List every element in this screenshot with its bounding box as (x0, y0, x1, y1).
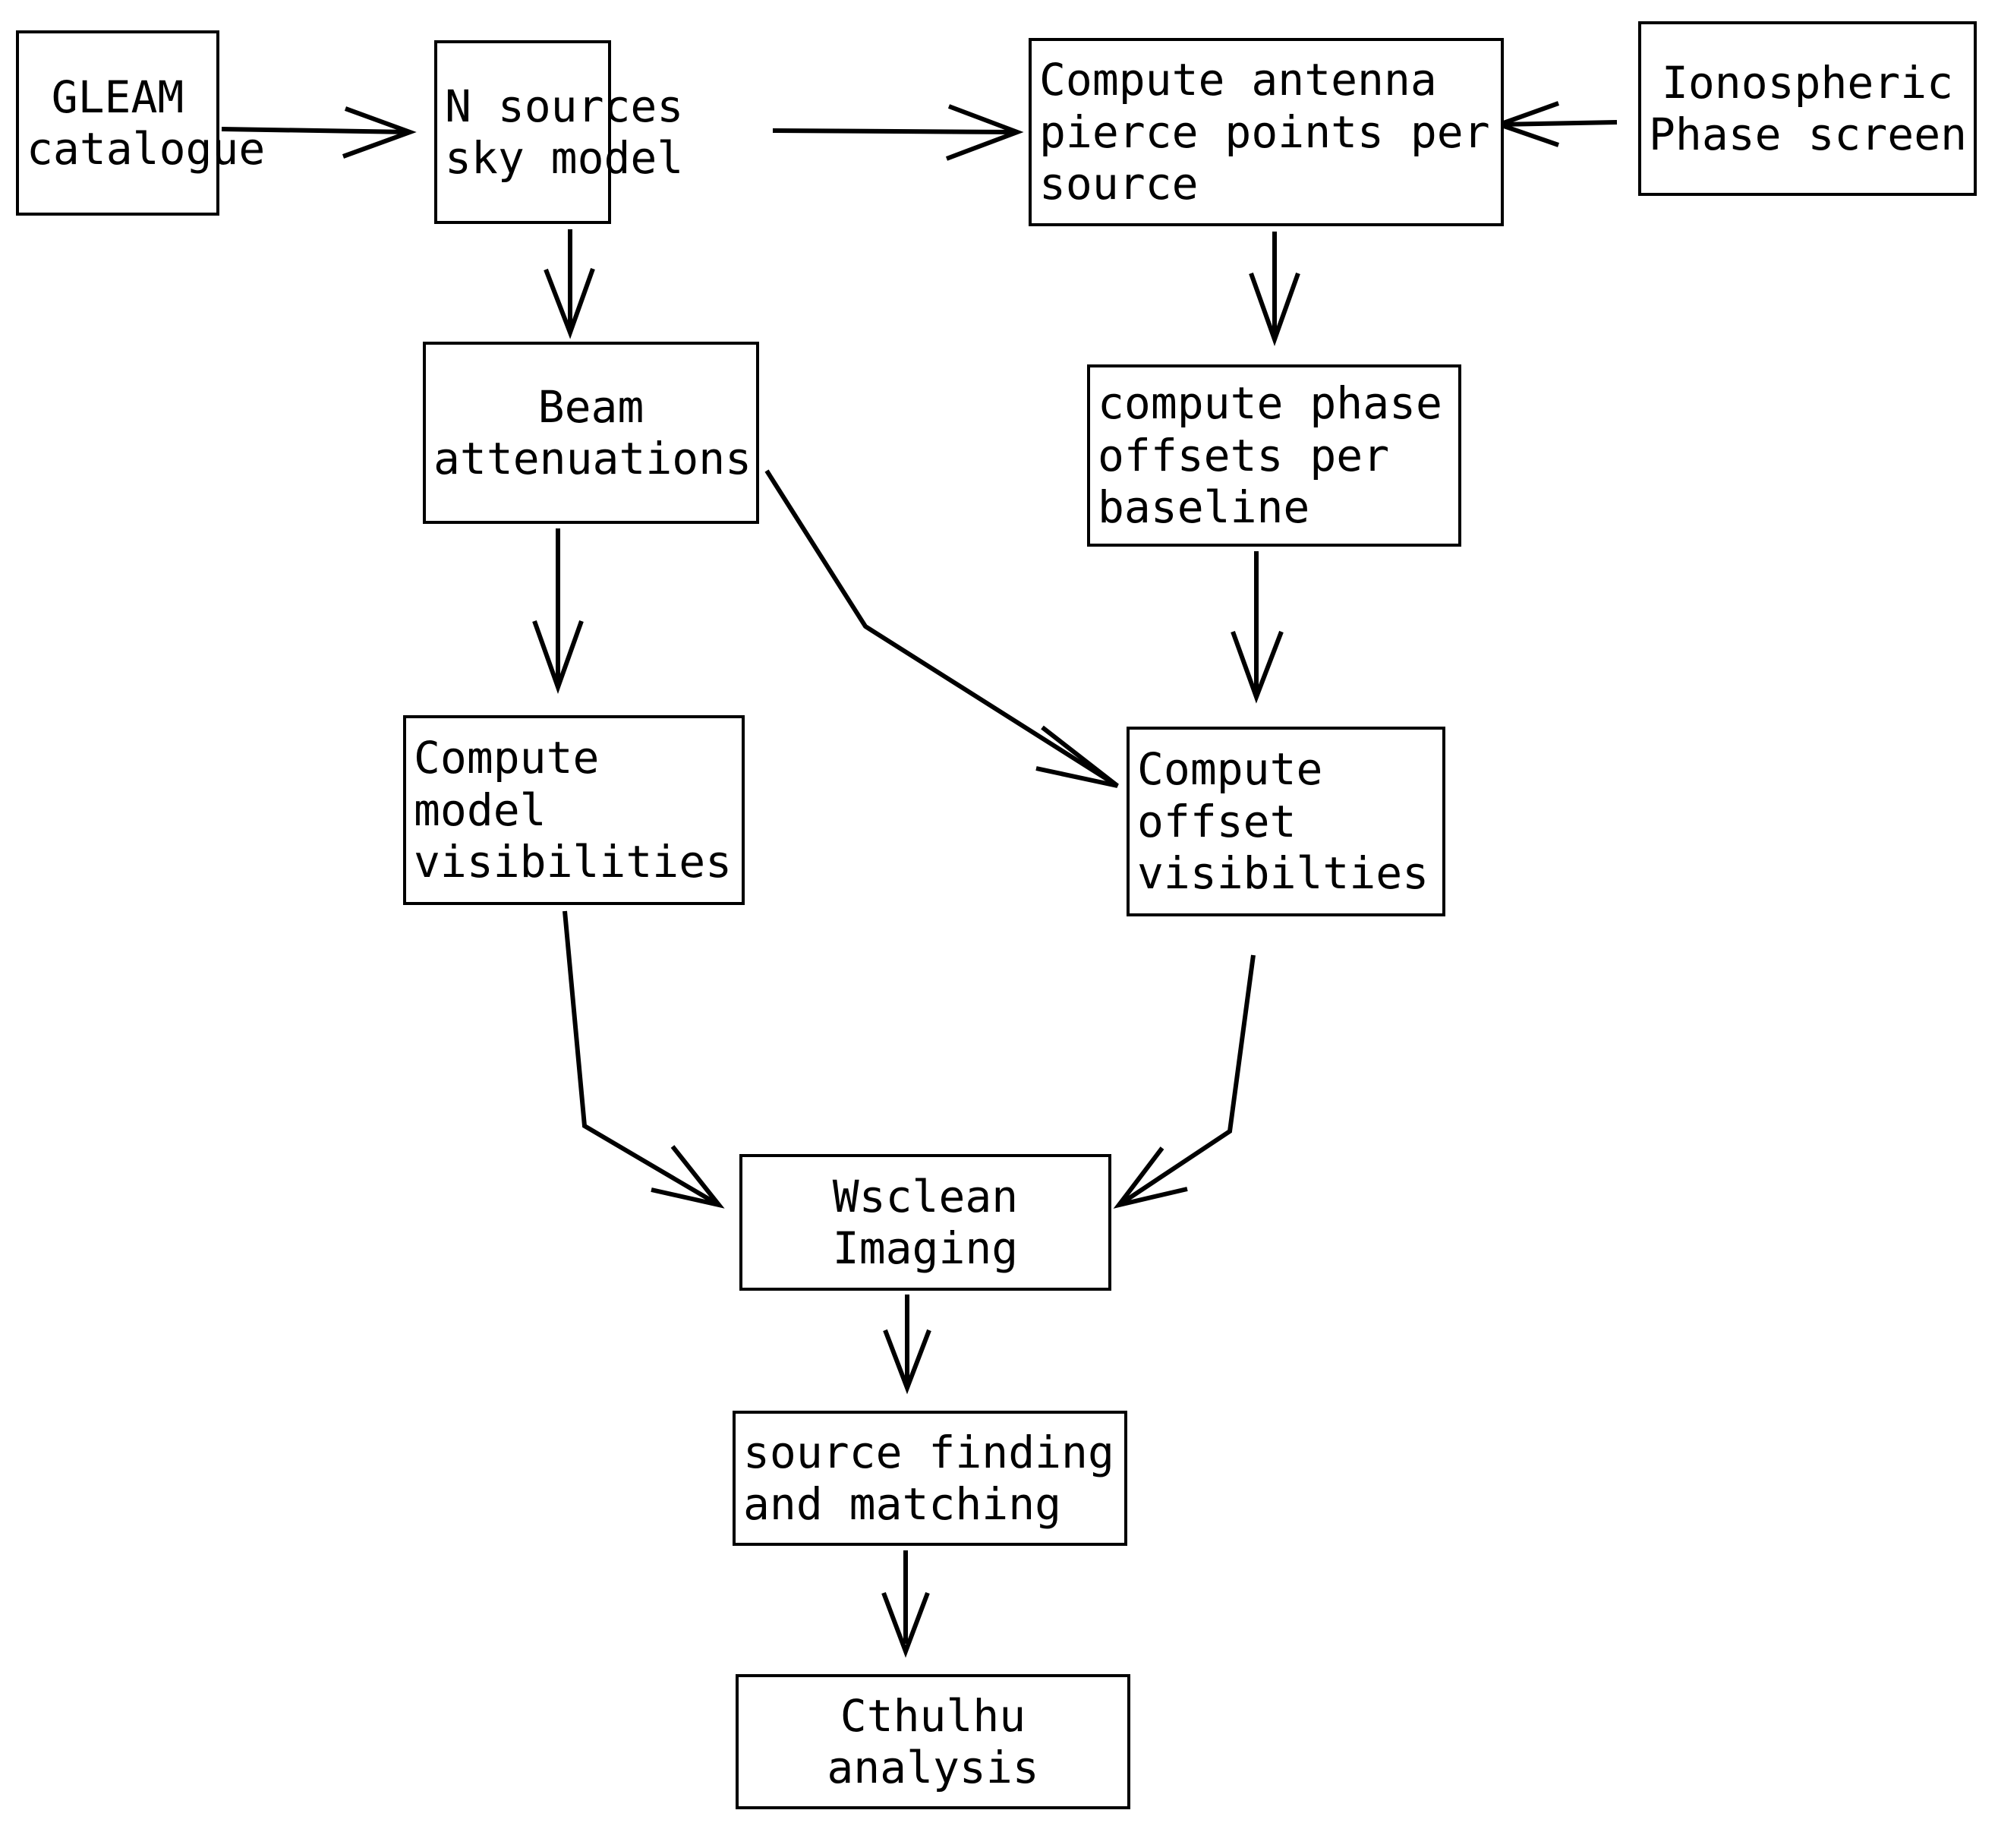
node-gleam-catalogue[interactable]: GLEAM catalogue (16, 30, 266, 216)
node-label: Wsclean Imaging (832, 1170, 1019, 1274)
node-source-finding-and-matching[interactable]: source finding and matching (733, 1411, 1127, 1546)
node-ionospheric-phase-screen[interactable]: Ionospheric Phase screen (1638, 21, 1977, 196)
node-compute-antenna-pierce-points[interactable]: Compute antenna pierce points per source (1029, 38, 1504, 226)
node-label: Compute offset visibilties (1137, 743, 1429, 900)
node-label: Beam attenuations (433, 380, 752, 484)
edge-gleam-to-nsources (221, 106, 417, 159)
edge-pierce-to-phaseoffsets (1249, 232, 1300, 346)
edge-offsetvis-to-wsclean (1113, 954, 1256, 1209)
node-label: Ionospheric Phase screen (1649, 56, 1968, 160)
node-label: Compute model visibilities (414, 732, 733, 888)
edge-phaseoffsets-to-offsetvis (1231, 551, 1284, 704)
node-compute-phase-offsets[interactable]: compute phase offsets per baseline (1087, 364, 1461, 547)
edge-nsources-to-beam (544, 229, 595, 339)
node-cthulhu-analysis[interactable]: Cthulhu analysis (736, 1674, 1130, 1809)
node-label: Cthulhu analysis (827, 1689, 1039, 1793)
edge-nsources-to-pierce (772, 104, 1024, 161)
node-beam-attenuations[interactable]: Beam attenuations (423, 342, 759, 524)
node-n-sources-sky-model[interactable]: N sources sky model (434, 40, 684, 224)
edge-phasescreen-to-pierce (1492, 101, 1618, 147)
node-compute-offset-visibilties[interactable]: Compute offset visibilties (1127, 727, 1445, 916)
node-label: GLEAM catalogue (27, 71, 266, 175)
node-label: N sources sky model (445, 80, 684, 184)
edge-modelvis-to-wsclean (563, 910, 725, 1209)
edge-sourcefinding-to-cthulhu (881, 1550, 930, 1658)
node-wsclean-imaging[interactable]: Wsclean Imaging (739, 1154, 1111, 1291)
node-label: compute phase offsets per baseline (1098, 377, 1442, 534)
edge-wsclean-to-sourcefinding (883, 1295, 931, 1395)
edge-beam-to-offsetvis (764, 469, 1119, 788)
node-compute-model-visibilities[interactable]: Compute model visibilities (403, 715, 745, 905)
node-label: Compute antenna pierce points per source (1039, 54, 1490, 210)
edge-beam-to-modelvis (532, 528, 584, 694)
node-label: source finding and matching (743, 1426, 1114, 1530)
